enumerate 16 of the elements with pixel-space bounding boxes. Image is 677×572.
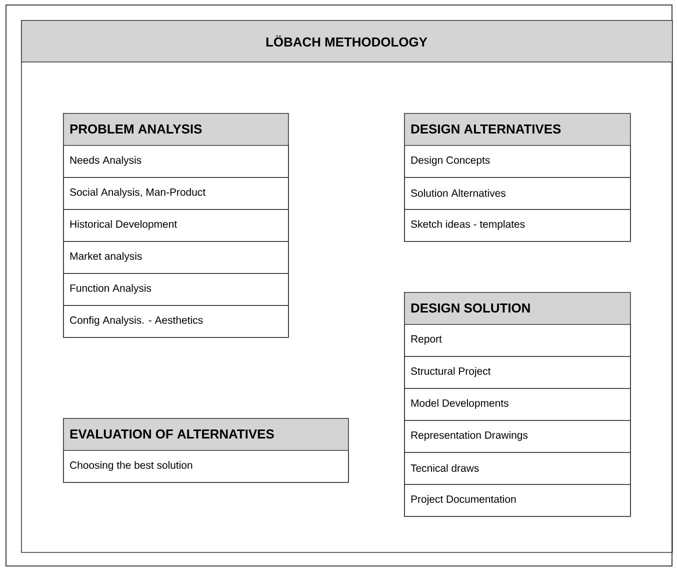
table-row: Design Concepts	[404, 144, 631, 178]
table-row: Representation Drawings	[404, 420, 631, 453]
table-row: Model Developments	[404, 388, 631, 421]
table-row: Sketch ideas - templates	[404, 208, 631, 242]
table-row: Structural Project	[404, 356, 631, 389]
table-row: Solution Alternatives	[404, 176, 631, 210]
table-row: Market analysis	[63, 240, 289, 274]
table-row: Config Analysis. - Aesthetics	[63, 304, 289, 338]
table-row: Social Analysis, Man-Product	[63, 176, 289, 210]
table-row: Historical Development	[63, 208, 289, 242]
table-row: Report	[404, 324, 631, 357]
table-row: Function Analysis	[63, 272, 289, 306]
table-row: Needs Analysis	[63, 144, 289, 178]
table-row: Choosing the best solution	[63, 450, 349, 483]
table-row: Project Documentation	[404, 484, 631, 517]
table-row: Tecnical draws	[404, 452, 631, 485]
